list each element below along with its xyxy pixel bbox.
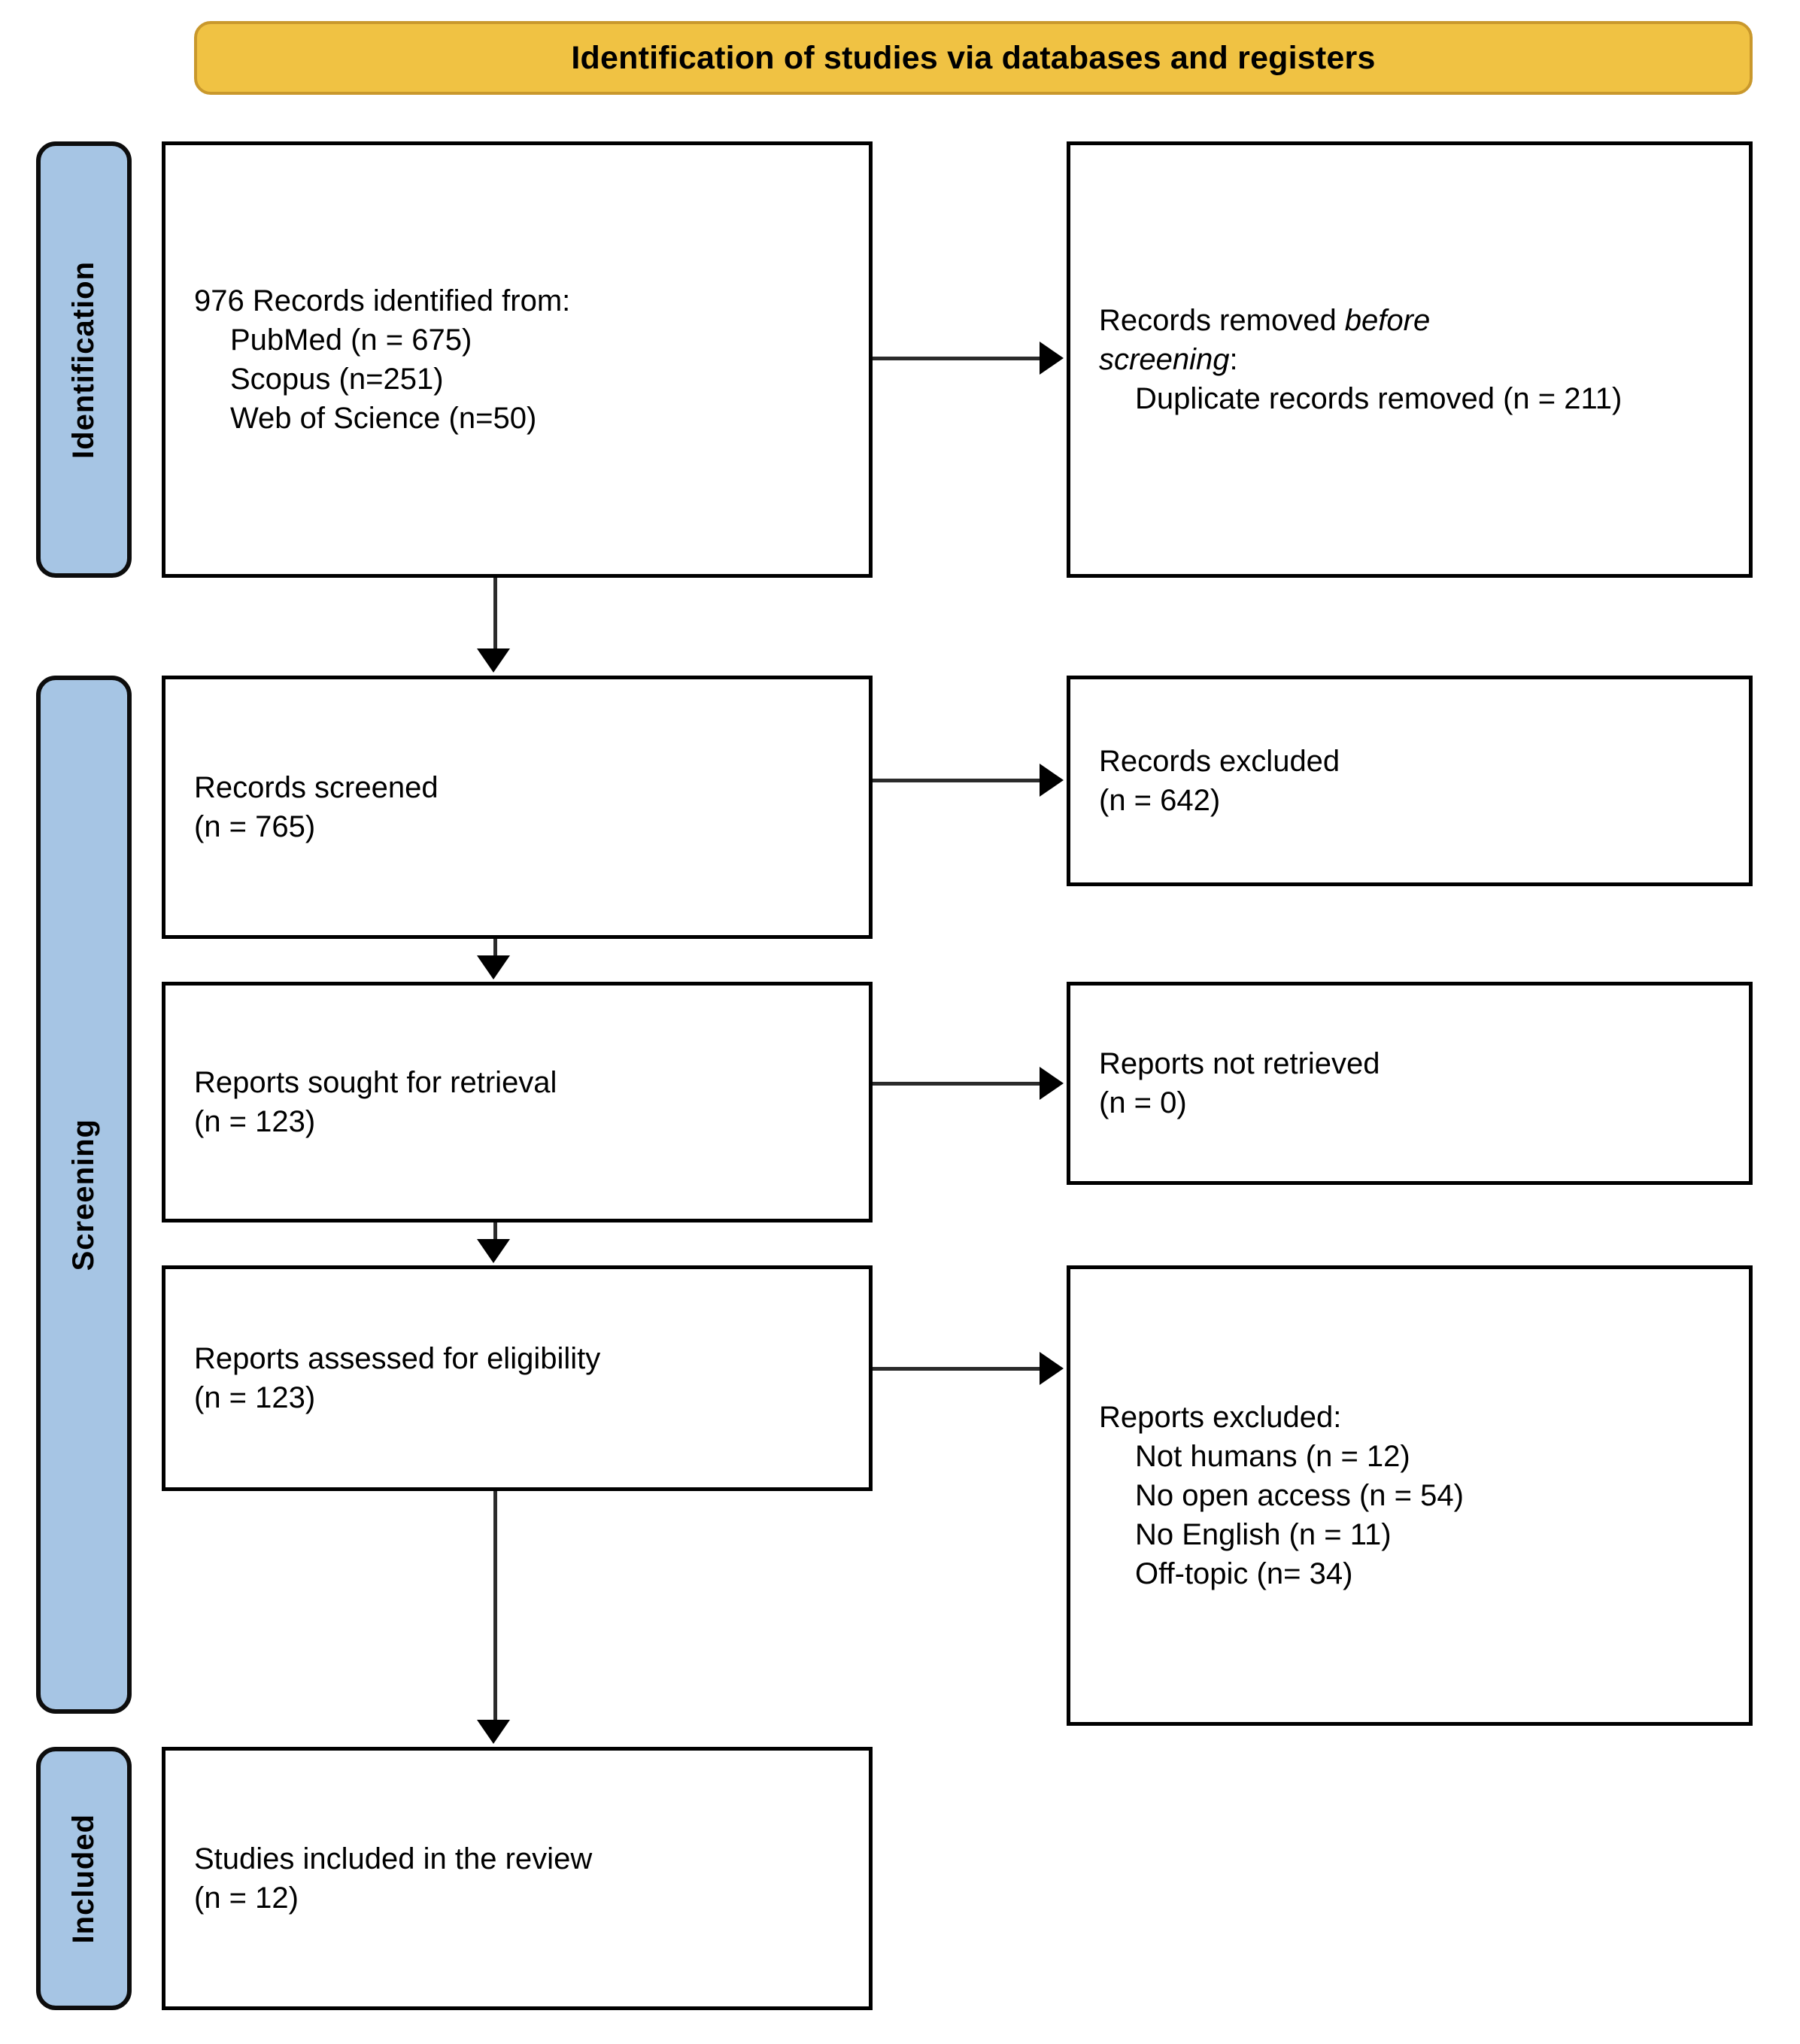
records-identified-pubmed: PubMed (n = 675) xyxy=(230,323,472,357)
records-excluded-label: Records excluded xyxy=(1099,745,1340,778)
box-records-identified: 976 Records identified from: PubMed (n =… xyxy=(162,141,873,578)
connector-identified-to-removed-line xyxy=(873,357,1043,360)
reports-sought-count: (n = 123) xyxy=(194,1105,316,1138)
records-removed-duplicates: Duplicate records removed (n = 211) xyxy=(1135,382,1622,415)
arrow-right-icon-screened-to-records-excluded xyxy=(1040,764,1064,797)
records-removed-colon: : xyxy=(1229,343,1238,376)
reports-assessed-count: (n = 123) xyxy=(194,1381,316,1414)
connector-screened-to-records-excluded-line xyxy=(873,779,1043,782)
reports-excluded-not-humans: Not humans (n = 12) xyxy=(1135,1440,1410,1473)
studies-included-count: (n = 12) xyxy=(194,1882,299,1915)
connector-assessed-to-reports-excluded-line xyxy=(873,1367,1043,1371)
records-removed-line-2: screening: xyxy=(1099,340,1720,379)
reports-assessed-label: Reports assessed for eligibility xyxy=(194,1342,601,1375)
records-removed-prefix: Records removed xyxy=(1099,304,1345,337)
reports-excluded-no-english: No English (n = 11) xyxy=(1135,1518,1392,1551)
records-screened-label: Records screened xyxy=(194,771,439,804)
reports-not-retrieved-count: (n = 0) xyxy=(1099,1086,1187,1119)
records-identified-line-1: 976 Records identified from: xyxy=(194,284,571,317)
stage-label-identification-text: Identification xyxy=(67,260,100,459)
box-records-excluded: Records excluded (n = 642) xyxy=(1067,676,1753,886)
records-screened-count: (n = 765) xyxy=(194,810,316,843)
reports-not-retrieved-label: Reports not retrieved xyxy=(1099,1047,1380,1080)
stage-label-identification: Identification xyxy=(36,141,132,578)
box-studies-included: Studies included in the review (n = 12) xyxy=(162,1747,873,2010)
stage-label-screening: Screening xyxy=(36,676,132,1714)
reports-excluded-off-topic: Off-topic (n= 34) xyxy=(1135,1557,1353,1590)
arrow-right-icon-assessed-to-reports-excluded xyxy=(1040,1352,1064,1385)
records-excluded-count: (n = 642) xyxy=(1099,784,1221,817)
reports-excluded-no-open-access: No open access (n = 54) xyxy=(1135,1479,1464,1512)
connector-identified-to-screened-line xyxy=(493,578,497,653)
records-removed-screening-italic: screening xyxy=(1099,343,1230,376)
arrow-down-icon-assessed-to-included xyxy=(477,1720,510,1744)
records-identified-scopus: Scopus (n=251) xyxy=(230,363,444,396)
connector-screened-to-sought-line xyxy=(493,939,497,960)
reports-excluded-label: Reports excluded: xyxy=(1099,1401,1342,1434)
connector-assessed-to-included-line xyxy=(493,1491,497,1724)
box-records-removed-before-screening: Records removed before screening: Duplic… xyxy=(1067,141,1753,578)
page-title: Identification of studies via databases … xyxy=(571,39,1376,76)
diagram-header-banner: Identification of studies via databases … xyxy=(194,21,1753,95)
box-reports-sought-for-retrieval: Reports sought for retrieval (n = 123) xyxy=(162,982,873,1222)
connector-sought-to-assessed-line xyxy=(493,1222,497,1244)
stage-label-included-text: Included xyxy=(67,1813,100,1944)
box-reports-assessed-for-eligibility: Reports assessed for eligibility (n = 12… xyxy=(162,1265,873,1491)
box-reports-not-retrieved: Reports not retrieved (n = 0) xyxy=(1067,982,1753,1185)
records-removed-line-1: Records removed before xyxy=(1099,301,1720,340)
arrow-down-icon-sought-to-assessed xyxy=(477,1239,510,1263)
stage-label-included: Included xyxy=(36,1747,132,2010)
box-records-screened: Records screened (n = 765) xyxy=(162,676,873,939)
arrow-down-icon-identified-to-screened xyxy=(477,648,510,673)
studies-included-label: Studies included in the review xyxy=(194,1842,593,1875)
reports-sought-label: Reports sought for retrieval xyxy=(194,1066,557,1099)
arrow-right-icon-sought-to-not-retrieved xyxy=(1040,1067,1064,1100)
arrow-right-icon-identified-to-removed xyxy=(1040,342,1064,375)
records-removed-before-italic: before xyxy=(1344,304,1431,337)
stage-label-screening-text: Screening xyxy=(67,1118,100,1271)
connector-sought-to-not-retrieved-line xyxy=(873,1082,1043,1086)
arrow-down-icon-screened-to-sought xyxy=(477,955,510,979)
box-reports-excluded: Reports excluded: Not humans (n = 12) No… xyxy=(1067,1265,1753,1726)
records-identified-wos: Web of Science (n=50) xyxy=(230,402,537,435)
